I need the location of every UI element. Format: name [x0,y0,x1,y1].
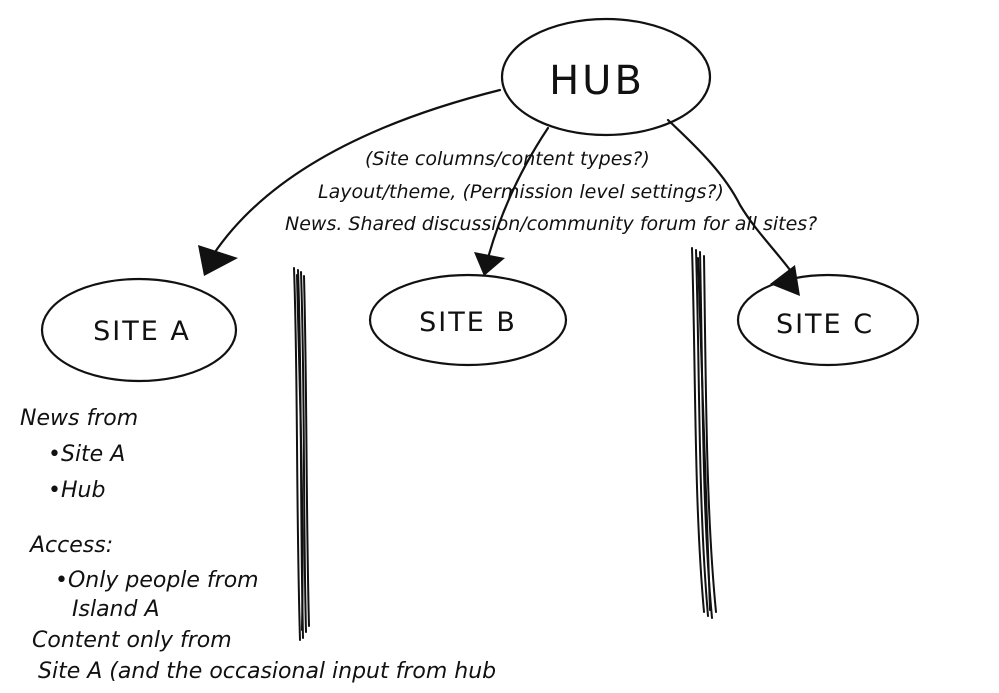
site-c-ellipse [736,273,920,367]
separator-wall-right [691,247,717,619]
shared-note-line-3: News. Shared discussion/community forum … [285,213,817,235]
site-c-node: SITE C [736,273,920,367]
shared-notes: (Site columns/content types?) Layout/the… [285,148,817,235]
access-line-1: •Only people from [55,568,259,593]
shared-note-line-1: (Site columns/content types?) [365,148,650,170]
news-item-hub: •Hub [48,478,105,503]
arrow-line [486,126,550,260]
arrow-hub-to-site-b [474,126,550,276]
arrow-head [474,252,505,276]
arrow-line [211,88,502,257]
site-b-node: SITE B [368,273,568,367]
access-heading: Access: [28,533,113,558]
site-a-notes: News from •Site A •Hub Access: •Only peo… [20,406,496,684]
content-line-1: Content only from [32,628,232,653]
site-b-ellipse [368,273,568,367]
arrow-hub-to-site-a [198,88,502,276]
site-a-ellipse [40,277,238,383]
arrow-head [198,245,238,276]
news-item-site-a: •Site A [48,442,125,467]
site-a-label: SITE A [93,316,191,347]
news-heading: News from [20,406,138,431]
hub-node: HUB [500,17,712,137]
hub-ellipse [500,17,712,137]
content-line-2: Site A (and the occasional input from hu… [38,659,496,684]
site-c-label: SITE C [776,309,874,340]
access-line-2: Island A [72,597,160,622]
site-b-label: SITE B [419,307,517,338]
arrow-head [770,265,800,296]
arrow-hub-to-site-c [666,118,800,296]
shared-note-line-2: Layout/theme, (Permission level settings… [318,181,724,203]
separator-wall-left [293,267,310,641]
arrow-line [666,118,792,272]
hub-label: HUB [549,58,645,104]
site-a-node: SITE A [40,277,238,383]
